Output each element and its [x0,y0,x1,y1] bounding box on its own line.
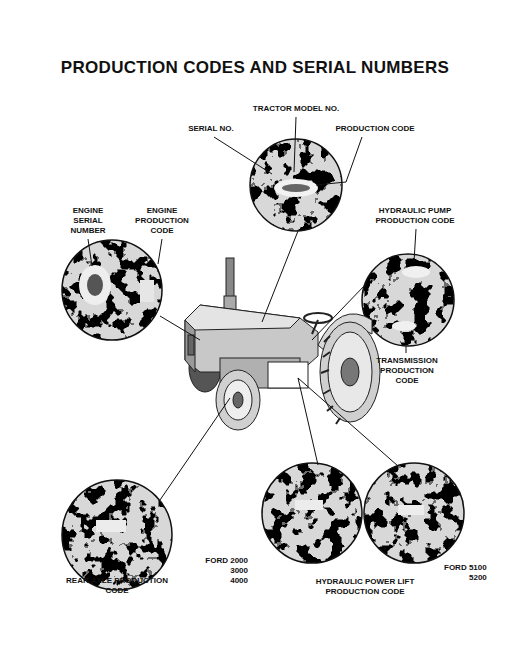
part-label: TRACTOR MODEL NO. [241,104,351,114]
part-label: SERIAL NO. [176,124,246,134]
part-label: 4000 [186,576,248,586]
part-label: FORD 5100 [444,563,506,573]
part-label: 3000 [186,566,248,576]
leader-line [88,117,416,500]
part-label: FORD 2000 [186,556,248,566]
part-label: 5200 [469,573,505,583]
part-label: ENGINE PRODUCTION CODE [128,206,196,236]
part-label: HYDRAULIC POWER LIFT PRODUCTION CODE [304,577,426,597]
photo-inset [62,240,162,340]
part-label: ENGINE SERIAL NUMBER [62,206,114,236]
photo-inset [362,254,454,346]
page-title: PRODUCTION CODES AND SERIAL NUMBERS [0,58,510,78]
photo-inset [262,463,362,563]
part-label: HYDRAULIC PUMP PRODUCTION CODE [366,206,464,226]
tractor-drawing [185,258,380,430]
photo-inset [62,480,172,590]
photo-inset [250,139,342,231]
part-label: PRODUCTION CODE [328,124,422,134]
photo-inset [364,463,464,563]
part-label: TRANSMISSION PRODUCTION CODE [369,356,445,386]
part-label: REAR AXLE PRODUCTION CODE [56,576,178,596]
